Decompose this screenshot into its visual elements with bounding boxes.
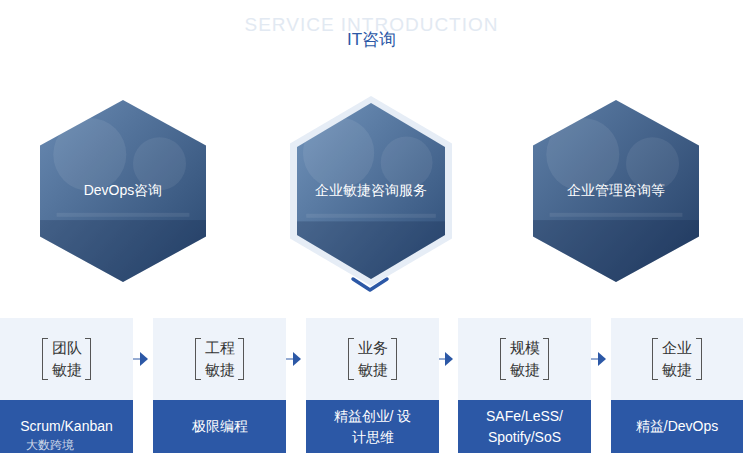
- photo-texture: [533, 118, 699, 282]
- arrow-line: [133, 359, 140, 360]
- flow-arrow: [286, 352, 301, 366]
- bracket-left: [348, 338, 354, 380]
- bracket-group: 规模 敏捷: [500, 337, 550, 381]
- diagram-title: IT咨询: [0, 29, 743, 51]
- bracket-left: [42, 338, 48, 380]
- photo-texture: [40, 118, 206, 282]
- stage-name: 工程 敏捷: [204, 337, 236, 381]
- stage-box: 团队 敏捷: [0, 318, 133, 400]
- photo-texture: [290, 117, 452, 286]
- arrow-line: [286, 359, 293, 360]
- bracket-group: 企业 敏捷: [652, 337, 702, 381]
- bracket-right: [238, 338, 244, 380]
- stage-box: 工程 敏捷: [153, 318, 286, 400]
- stage-box: 企业 敏捷: [611, 318, 743, 400]
- arrow-head: [445, 352, 453, 366]
- arrow-head: [598, 352, 606, 366]
- stage-box: 规模 敏捷: [458, 318, 591, 400]
- flow-arrow: [439, 352, 453, 366]
- practice-band: 精益/DevOps: [611, 400, 743, 453]
- hexagon-ring: [290, 96, 452, 286]
- practice-name: Scrum/Kanban: [20, 416, 113, 436]
- service-name: 企业敏捷咨询服务: [315, 182, 427, 200]
- bracket-right: [696, 338, 702, 380]
- practice-band: 极限编程: [153, 400, 286, 453]
- bracket-group: 团队 敏捷: [42, 337, 92, 381]
- flow-arrow: [133, 352, 148, 366]
- bracket-group: 业务 敏捷: [348, 337, 398, 381]
- stage-box: 业务 敏捷: [306, 318, 439, 400]
- stage-name: 企业 敏捷: [661, 337, 693, 381]
- bracket-right: [543, 338, 549, 380]
- bracket-right: [391, 338, 397, 380]
- practice-band: SAFe/LeSS/ Spotify/SoS: [458, 400, 591, 453]
- arrow-line: [439, 359, 445, 360]
- watermark-brand: 大数跨境: [26, 437, 106, 453]
- hexagon-fill: [533, 100, 699, 282]
- bracket-left: [195, 338, 201, 380]
- service-name: 企业管理咨询等: [567, 182, 665, 200]
- practice-name: 精益创业/ 设计思维: [333, 406, 413, 447]
- bracket-left: [500, 338, 506, 380]
- practice-band: 精益创业/ 设计思维: [306, 400, 439, 453]
- arrow-head: [293, 352, 301, 366]
- arrow-line: [591, 359, 598, 360]
- bracket-group: 工程 敏捷: [195, 337, 245, 381]
- arrow-head: [140, 352, 148, 366]
- service-hexagon: 企业敏捷咨询服务: [290, 96, 452, 286]
- stage-name: 规模 敏捷: [509, 337, 541, 381]
- service-hexagon: 企业管理咨询等: [533, 100, 699, 282]
- practice-name: 极限编程: [192, 416, 248, 436]
- flow-arrow: [591, 352, 606, 366]
- bracket-left: [652, 338, 658, 380]
- stage-name: 业务 敏捷: [357, 337, 389, 381]
- practice-name: SAFe/LeSS/ Spotify/SoS: [479, 406, 571, 447]
- hexagon-fill: [40, 100, 206, 282]
- stage-name: 团队 敏捷: [51, 337, 83, 381]
- practice-name: 精益/DevOps: [636, 416, 718, 436]
- service-hexagon: DevOps咨询: [40, 100, 206, 282]
- service-name: DevOps咨询: [84, 182, 163, 200]
- bracket-right: [85, 338, 91, 380]
